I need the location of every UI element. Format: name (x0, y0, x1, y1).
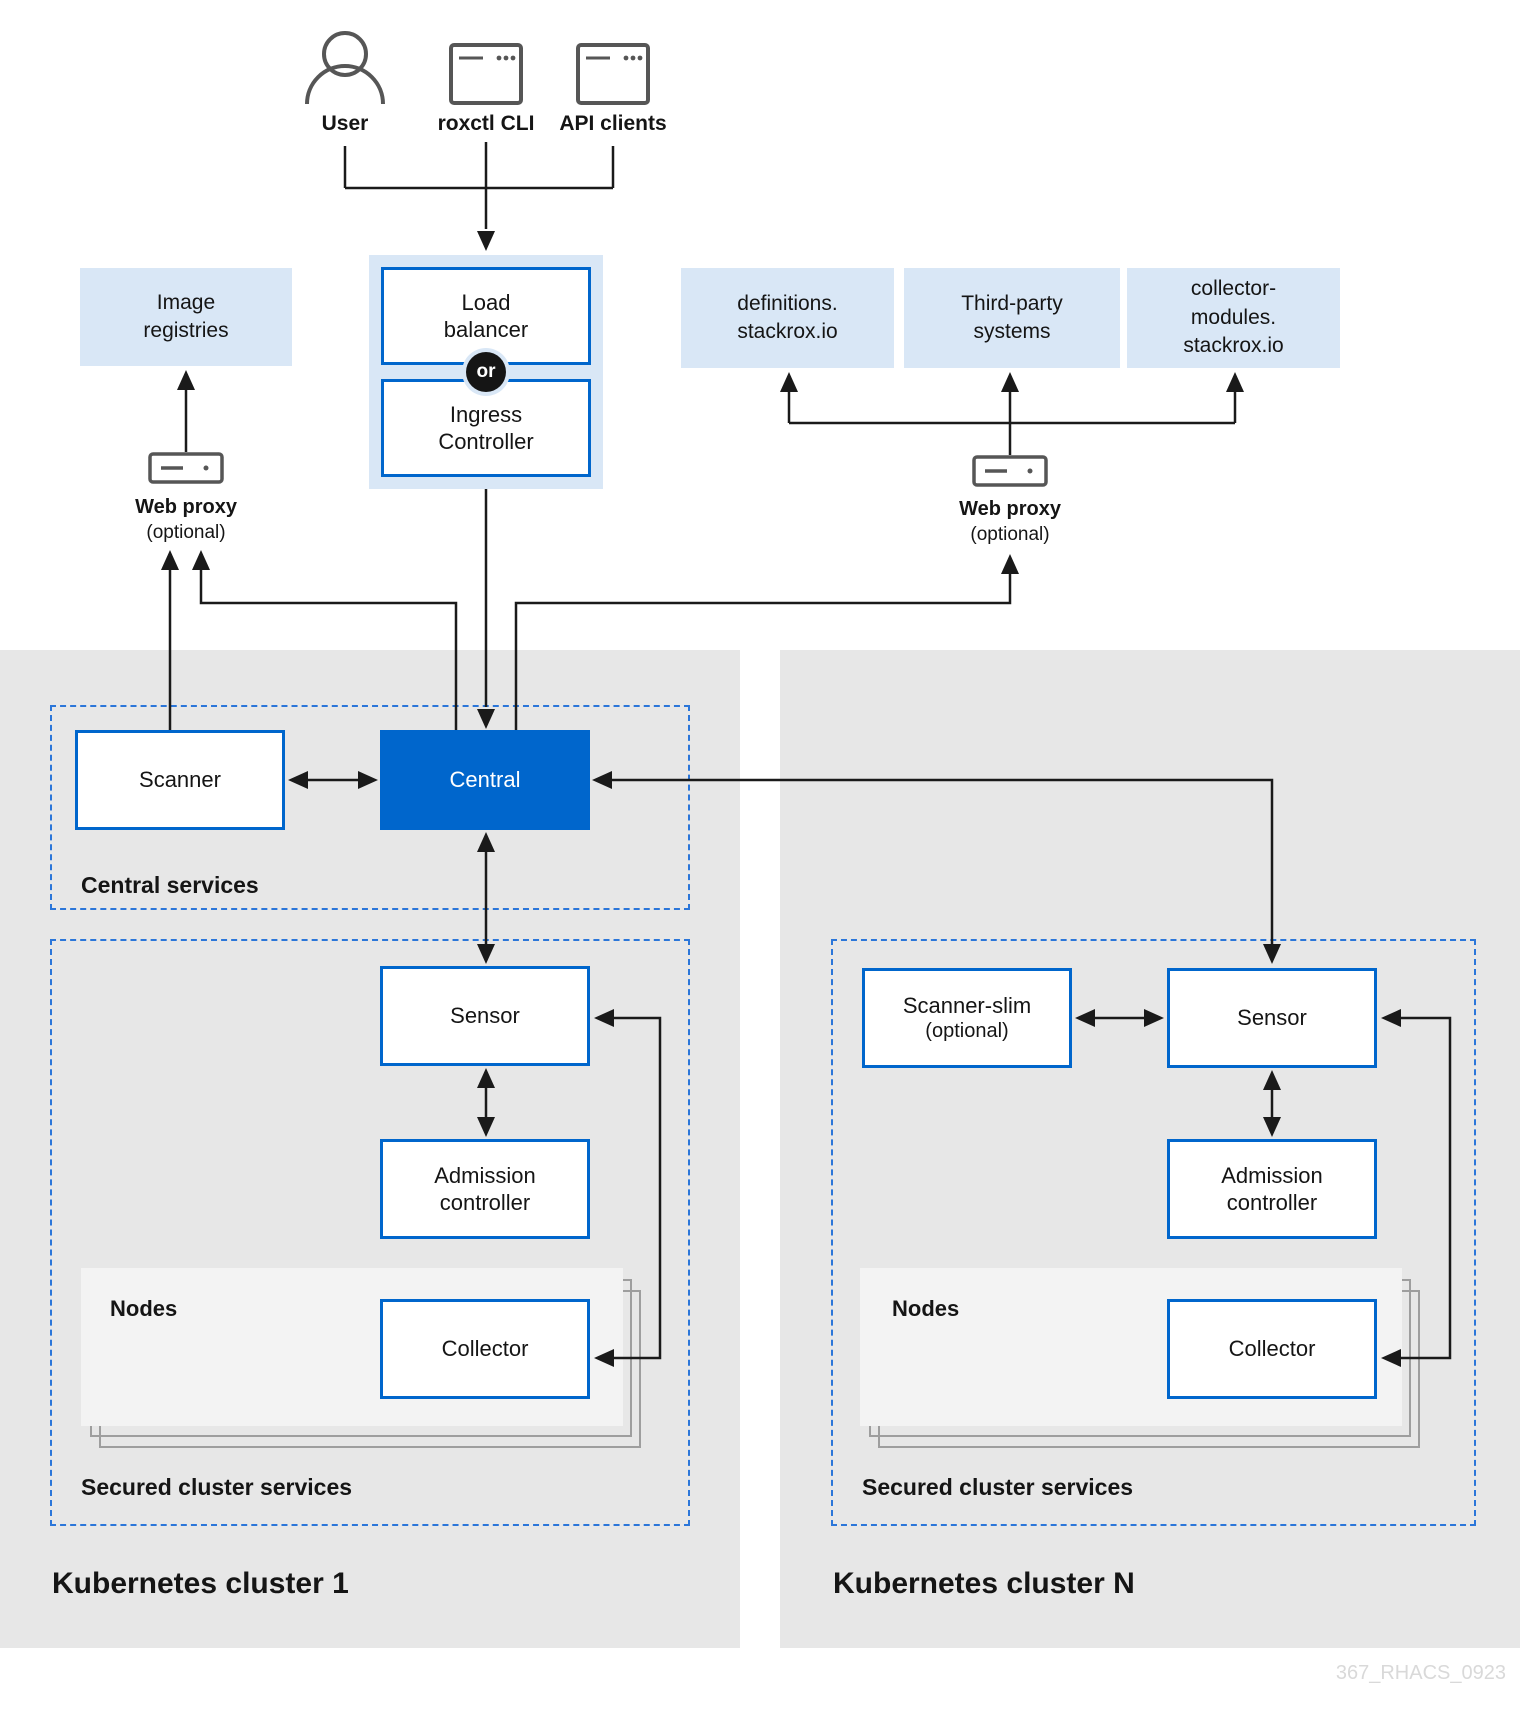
connector-sensorN-collectorN (1401, 1016, 1452, 1360)
clusterN-secured-services-box (831, 939, 1476, 1526)
web-proxy-left-icon (148, 452, 224, 484)
clusterN-admission-controller-box: Admission controller (1167, 1139, 1377, 1239)
scanner-slim-optional-label: (optional) (925, 1020, 1009, 1043)
cluster1-admission-controller-box: Admission controller (380, 1139, 590, 1239)
clusterN-scanner-slim-box: Scanner-slim (optional) (862, 968, 1072, 1068)
terminal-icon-roxctl (449, 43, 523, 105)
collector-modules-box: collector- modules. stackrox.io (1127, 268, 1340, 368)
connector-webproxy-right-to-services (787, 392, 1237, 455)
cluster1-secured-services-label: Secured cluster services (81, 1474, 353, 1500)
connector-central-to-webproxy-right (514, 574, 1012, 730)
cluster1-collector-box: Collector (380, 1299, 590, 1399)
web-proxy-right-label: Web proxy (959, 498, 1061, 520)
user-icon (303, 28, 387, 106)
clusterN-secured-services-label: Secured cluster services (862, 1474, 1134, 1500)
roxctl-cli-label: roxctl CLI (437, 112, 535, 135)
clusterN-sensor-box: Sensor (1167, 968, 1377, 1068)
clusterN-panel (780, 650, 1520, 1648)
web-proxy-right-icon (972, 455, 1048, 487)
watermark: 367_RHACS_0923 (1335, 1662, 1506, 1684)
connector-central-to-sensorN (610, 778, 1274, 944)
image-registries-box: Image registries (80, 268, 292, 366)
clusterN-label: Kubernetes cluster N (833, 1567, 1135, 1600)
cluster1-sensor-box: Sensor (380, 966, 590, 1066)
ingress-controller-box: Ingress Controller (381, 379, 591, 477)
user-label: User (321, 112, 369, 135)
cluster1-nodes-label: Nodes (110, 1296, 178, 1321)
arrowheads (161, 231, 1401, 1367)
web-proxy-left-label: Web proxy (135, 496, 237, 518)
load-balancer-box: Load balancer (381, 267, 591, 365)
definitions-stackrox-box: definitions. stackrox.io (681, 268, 894, 368)
connector-central-to-webproxy-left (199, 570, 458, 730)
scanner-box: Scanner (75, 730, 285, 830)
web-proxy-left-optional: (optional) (146, 522, 226, 543)
api-clients-label: API clients (559, 112, 667, 135)
cluster1-secured-services-box (50, 939, 690, 1526)
clusterN-nodes-label: Nodes (892, 1296, 960, 1321)
connector-actors-to-loadbalancer (343, 142, 615, 229)
central-services-box (50, 705, 690, 910)
web-proxy-right-optional: (optional) (970, 524, 1050, 545)
cluster1-label: Kubernetes cluster 1 (52, 1567, 349, 1600)
scanner-slim-label: Scanner-slim (902, 992, 1032, 1018)
central-box: Central (380, 730, 590, 830)
connector-sensor1-collector1 (614, 1016, 662, 1360)
terminal-icon-api (576, 43, 650, 105)
central-services-label: Central services (81, 872, 259, 898)
or-badge: or (466, 352, 506, 392)
third-party-systems-box: Third-party systems (904, 268, 1120, 368)
clusterN-collector-box: Collector (1167, 1299, 1377, 1399)
